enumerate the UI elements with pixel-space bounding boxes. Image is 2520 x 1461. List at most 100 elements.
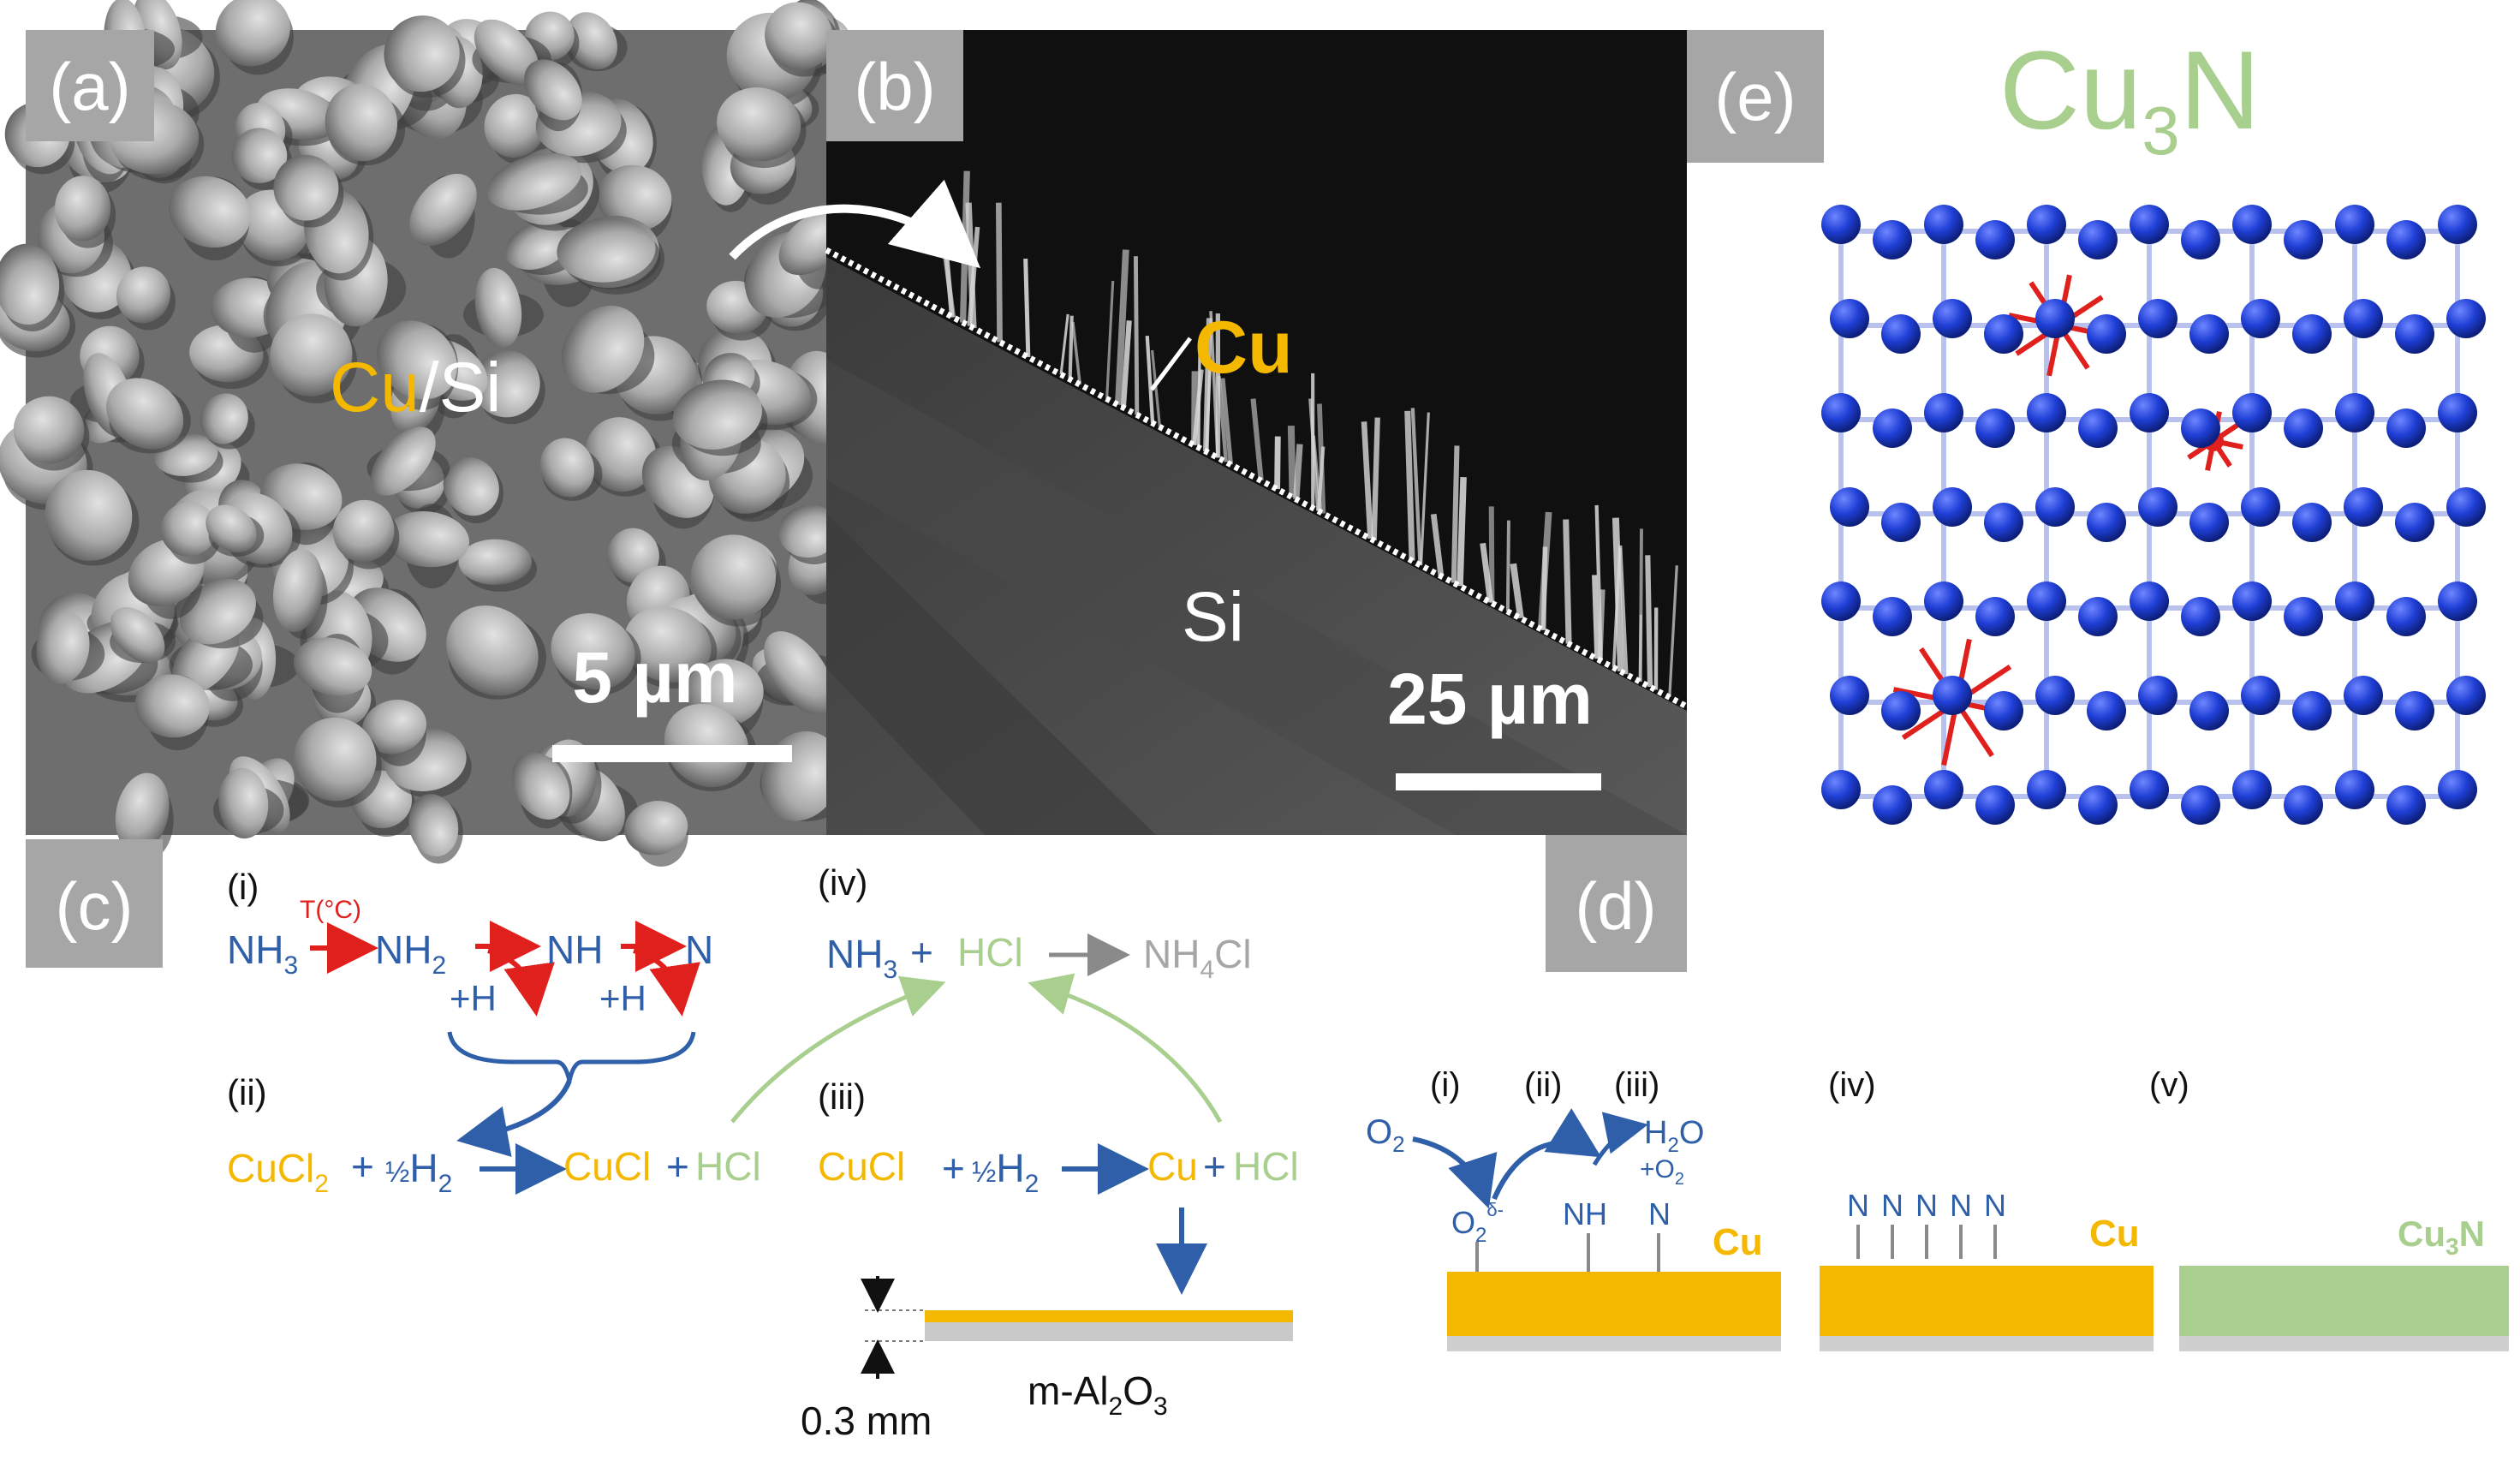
cu-atom bbox=[1975, 220, 2015, 259]
cu-atom bbox=[2181, 220, 2220, 259]
cu-atom bbox=[1821, 393, 1861, 432]
cu-fiber bbox=[1068, 315, 1074, 379]
hcl-ii: HCl bbox=[695, 1144, 761, 1189]
cu-atom bbox=[1924, 393, 1963, 432]
grain bbox=[13, 396, 85, 464]
cu-fiber bbox=[1510, 563, 1524, 619]
cu-fiber bbox=[1316, 446, 1326, 511]
cu-atom bbox=[1881, 314, 1921, 354]
cu-atom bbox=[2130, 770, 2169, 809]
cu-atom bbox=[1933, 299, 1972, 338]
cu-atom bbox=[1933, 676, 1972, 715]
n-species: N bbox=[1881, 1188, 1903, 1223]
cu-atom bbox=[2344, 487, 2383, 527]
cu-atom bbox=[1924, 770, 1963, 809]
thickness-label: 0.3 mm bbox=[801, 1398, 932, 1443]
cu-atom bbox=[1821, 581, 1861, 621]
cu-fiber bbox=[1592, 575, 1600, 659]
panel-d: (d) (i) (ii) (iii) (iv) (v) O2 H2O +O2 O… bbox=[1366, 835, 2509, 1351]
cu-atom bbox=[1873, 408, 1912, 448]
cu-fiber bbox=[1293, 444, 1303, 500]
cu-atom bbox=[1830, 299, 1869, 338]
cu-atom bbox=[2138, 299, 2177, 338]
cu-atom bbox=[2241, 487, 2280, 527]
si-text: /Si bbox=[420, 349, 502, 426]
plus-ii-2: + bbox=[666, 1144, 689, 1189]
cu-atom bbox=[2232, 205, 2272, 244]
grain bbox=[505, 221, 570, 270]
cu-atom bbox=[2189, 503, 2229, 542]
step-iv-label: (iv) bbox=[818, 862, 867, 903]
zoom-arrow bbox=[729, 179, 981, 269]
cu-fiber bbox=[1410, 408, 1422, 565]
cu3n-d: Cu3N bbox=[2398, 1214, 2485, 1260]
cu-si-label: Cu/Si bbox=[330, 349, 502, 426]
grain bbox=[160, 502, 217, 557]
cu-atom bbox=[2181, 597, 2220, 636]
grain bbox=[597, 164, 672, 231]
cu-block-1 bbox=[1447, 1272, 1781, 1336]
grain bbox=[765, 2, 833, 71]
nh2-i: NH2 bbox=[375, 927, 446, 980]
nh4cl-iv: NH4Cl bbox=[1143, 932, 1252, 984]
cu-atom bbox=[2232, 581, 2272, 621]
panel-e: (e) Cu3N bbox=[1687, 27, 2486, 825]
plus-iv: + bbox=[910, 930, 933, 975]
grain bbox=[446, 605, 539, 696]
grain bbox=[36, 611, 90, 684]
cucl-iii: CuCl bbox=[818, 1144, 905, 1189]
cu-fiber bbox=[1668, 565, 1678, 698]
cu-atom bbox=[2027, 770, 2066, 809]
grain bbox=[409, 173, 477, 247]
cu-atom bbox=[2438, 205, 2477, 244]
cu-atom bbox=[2386, 408, 2426, 448]
cu-atom bbox=[2027, 205, 2066, 244]
cu-fiber bbox=[1023, 259, 1031, 358]
cu-atom bbox=[2395, 314, 2434, 354]
cu-fiber bbox=[1203, 318, 1212, 452]
panel-c-label-box bbox=[26, 839, 163, 968]
cu-atom bbox=[2446, 487, 2486, 527]
grain bbox=[362, 700, 427, 754]
cu-atom bbox=[2181, 785, 2220, 825]
cu-atom bbox=[2087, 314, 2126, 354]
grain bbox=[45, 469, 133, 561]
grain bbox=[116, 266, 171, 324]
cu-atom bbox=[2284, 597, 2323, 636]
cu-fiber bbox=[1638, 614, 1642, 682]
cu-fiber bbox=[1480, 542, 1494, 603]
hcl-iv: HCl bbox=[957, 930, 1023, 975]
grain bbox=[231, 128, 288, 183]
grain bbox=[486, 152, 582, 211]
n-species: N bbox=[1984, 1188, 2006, 1223]
cu-fiber bbox=[1361, 421, 1373, 539]
grain bbox=[110, 606, 165, 664]
grain bbox=[408, 794, 459, 857]
grain bbox=[623, 606, 712, 683]
cu-atom bbox=[2130, 393, 2169, 432]
cu-atom bbox=[2335, 770, 2374, 809]
grain bbox=[215, 0, 290, 67]
cu-fiber bbox=[1540, 546, 1548, 631]
cu-atom bbox=[2446, 299, 2486, 338]
cu-atom bbox=[1881, 691, 1921, 730]
cu-atom bbox=[1975, 408, 2015, 448]
cu-atom bbox=[2284, 408, 2323, 448]
panel-a-label: (a) bbox=[49, 49, 130, 124]
grain bbox=[0, 243, 60, 325]
panel-b-label: (b) bbox=[854, 49, 935, 124]
grain bbox=[218, 767, 269, 839]
brace bbox=[447, 1031, 696, 1082]
grain bbox=[273, 154, 339, 221]
grain bbox=[562, 305, 645, 393]
cu-atom bbox=[2138, 487, 2177, 527]
grain bbox=[566, 12, 617, 70]
cu-atom bbox=[2335, 393, 2374, 432]
cu-atom bbox=[2241, 299, 2280, 338]
cu-fiber bbox=[1197, 347, 1201, 448]
scale-bar-b bbox=[1396, 773, 1601, 790]
grain bbox=[332, 499, 395, 563]
cu-atom bbox=[1881, 503, 1921, 542]
cu-atom bbox=[2027, 581, 2066, 621]
